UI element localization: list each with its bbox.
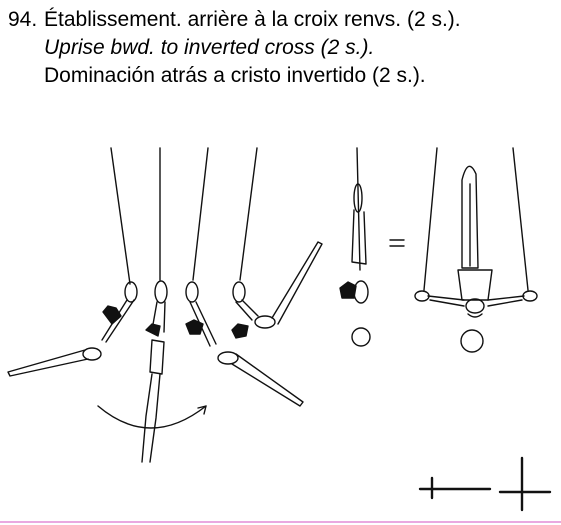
gymnast-figure-2 <box>141 147 168 463</box>
ring-1 <box>124 281 138 303</box>
torso-1 <box>82 347 102 361</box>
ring-strap-1 <box>110 147 131 285</box>
leg-2b <box>149 373 161 463</box>
inverted-torso-6 <box>457 269 493 301</box>
arm-2b <box>163 301 166 333</box>
torso-3 <box>217 351 239 365</box>
head-3 <box>185 319 204 335</box>
rings-sequence-illustration <box>0 140 561 525</box>
bottom-border-rule <box>0 521 561 523</box>
ring-2 <box>154 280 168 304</box>
arms-6b <box>429 299 523 307</box>
gymnast-figure-6-inverted-cross <box>414 147 538 353</box>
inverted-legs-6 <box>461 165 479 269</box>
head-shadow-6 <box>467 313 483 318</box>
legs-4 <box>271 241 323 325</box>
gymnast-figure-5-inverted <box>339 147 371 347</box>
title-french: Établissement. arrière à la croix renvs.… <box>44 8 461 31</box>
legs-3 <box>231 353 304 407</box>
head-4 <box>231 323 249 339</box>
title-line-english: Uprise bwd. to inverted cross (2 s.). <box>8 34 556 62</box>
gymnast-figure-4 <box>231 147 323 339</box>
ring-4 <box>232 281 246 303</box>
torso-2 <box>149 339 165 375</box>
swing-arc <box>97 405 207 429</box>
arm-4 <box>235 301 253 321</box>
ring-3 <box>185 281 199 303</box>
head-1 <box>102 305 122 325</box>
head-2 <box>145 323 161 337</box>
ring-5 <box>353 280 369 304</box>
rings-sequence-drawing <box>7 147 552 512</box>
ring-6a <box>414 290 430 302</box>
reference-circle-2 <box>460 329 484 353</box>
arm-3b <box>195 301 217 345</box>
element-header: 94. Établissement. arrière à la croix ren… <box>8 6 556 90</box>
legs-1 <box>7 349 89 377</box>
ring-6b <box>522 290 538 302</box>
equals-symbol <box>389 239 405 247</box>
leg-2a <box>141 373 153 463</box>
torso-4 <box>254 315 276 329</box>
title-english: Uprise bwd. to inverted cross (2 s.). <box>44 36 375 59</box>
arms-6 <box>427 295 525 301</box>
head-5 <box>339 281 357 299</box>
inverted-torso-5 <box>351 209 367 265</box>
ring-strap-5 <box>356 147 361 271</box>
hold-duration-marks <box>418 456 552 512</box>
title-spanish: Dominación atrás a cristo invertido (2 s… <box>44 64 426 87</box>
reference-circle-1 <box>351 327 371 347</box>
ring-strap-3 <box>192 147 209 281</box>
swing-arrowhead <box>197 405 207 415</box>
title-line-french: 94. Établissement. arrière à la croix ren… <box>8 6 556 34</box>
ring-strap-4 <box>239 147 258 281</box>
element-number: 94. <box>8 8 38 31</box>
inverted-legs-5 <box>353 183 363 213</box>
head-6 <box>465 298 485 314</box>
gymnast-figure-1 <box>7 147 138 377</box>
gymnast-figure-3 <box>185 147 304 407</box>
arm-4b <box>241 299 259 317</box>
arm-1b <box>105 299 135 343</box>
swing-arc-arrow <box>97 405 207 429</box>
title-line-spanish: Dominación atrás a cristo invertido (2 s… <box>8 62 556 90</box>
ring-strap-6a <box>423 147 438 291</box>
ring-strap-6b <box>512 147 529 291</box>
